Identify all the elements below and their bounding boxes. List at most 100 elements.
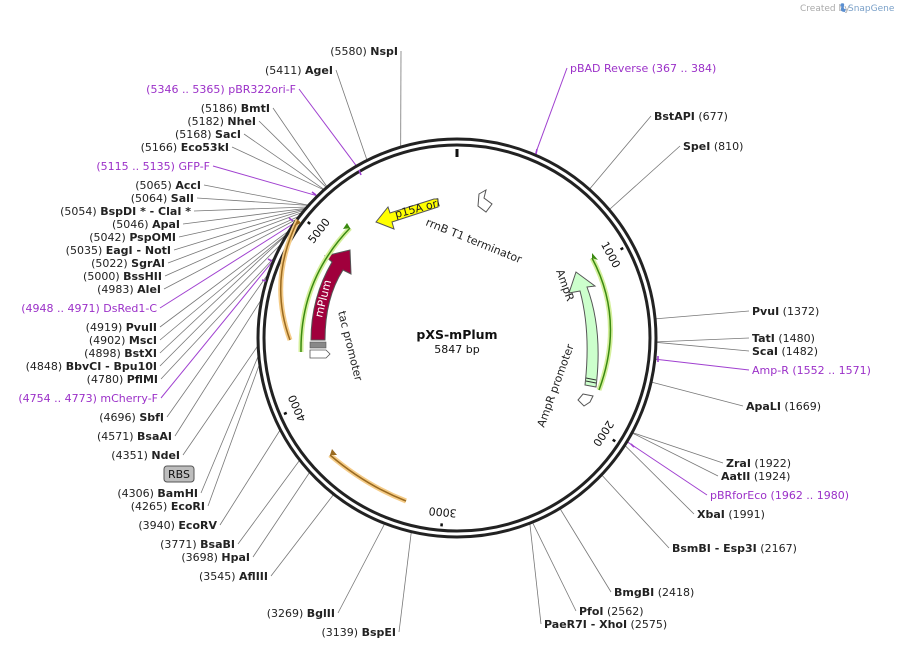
ampr-promoter: AmpR promoter xyxy=(535,342,594,429)
site-3: (5186) BmtI xyxy=(201,102,270,115)
site-position: (5065) xyxy=(135,179,175,192)
site-25: (4571) BsaAI xyxy=(97,430,172,443)
svg-text:AatII (1924): AatII (1924) xyxy=(721,470,790,483)
leader-20 xyxy=(159,233,288,354)
leader-21 xyxy=(159,242,283,367)
svg-text:pBAD Reverse (367 .. 384): pBAD Reverse (367 .. 384) xyxy=(570,62,716,75)
leader-29 xyxy=(219,429,281,526)
site-50: PaeR7I - XhoI (2575) xyxy=(544,618,667,631)
site-position: (5000) xyxy=(83,270,123,283)
site-name: GFP-F xyxy=(178,160,210,173)
svg-text:(3771) BsaBI: (3771) BsaBI xyxy=(160,538,235,551)
svg-text:(5064) SalI: (5064) SalI xyxy=(131,192,194,205)
site-position: (2562) xyxy=(604,605,644,618)
site-name: HpaI xyxy=(221,551,250,564)
site-name: PvuI xyxy=(752,305,779,318)
site-19: (4902) MscI xyxy=(89,334,157,347)
site-33: (3269) BglII xyxy=(267,607,335,620)
plasmid-name: pXS-mPlum xyxy=(416,327,497,342)
site-27: (4306) BamHI xyxy=(117,487,198,500)
leader-39 xyxy=(655,337,750,343)
rrnb-terminator-label: rrnB T1 terminator xyxy=(424,216,524,267)
leader-31 xyxy=(252,471,311,558)
site-position: (5022) xyxy=(91,257,131,270)
svg-text:(3139) BspEI: (3139) BspEI xyxy=(322,626,397,639)
site-position: (4754 .. 4773) xyxy=(18,392,100,405)
site-26: (4351) NdeI xyxy=(111,449,180,462)
tick-label-2000: 2000 xyxy=(590,418,616,449)
site-position: (677) xyxy=(695,110,728,123)
site-name: BsaAI xyxy=(137,430,172,443)
site-49: PfoI (2562) xyxy=(579,605,644,618)
leader-25 xyxy=(174,298,263,437)
site-44: AatII (1924) xyxy=(721,470,790,483)
site-name: BmgBI xyxy=(614,586,654,599)
site-10: (5054) BspDI * - ClaI * xyxy=(60,205,191,218)
site-position: (5035) xyxy=(66,244,106,257)
site-primer-35: pBAD Reverse (367 .. 384) xyxy=(570,62,716,75)
svg-text:(4780) PflMI: (4780) PflMI xyxy=(87,373,158,386)
site-name: pBAD Reverse xyxy=(570,62,648,75)
svg-text:(4351) NdeI: (4351) NdeI xyxy=(111,449,180,462)
backbone-outer-strand xyxy=(256,137,658,539)
site-position: (4265) xyxy=(131,500,171,513)
site-name: PfoI xyxy=(579,605,604,618)
site-position: (1482) xyxy=(778,345,818,358)
leader-10 xyxy=(193,206,308,212)
svg-text:pBRforEco (1962 .. 1980): pBRforEco (1962 .. 1980) xyxy=(710,489,849,502)
leader-45 xyxy=(626,441,708,496)
svg-text:(5580) NspI: (5580) NspI xyxy=(330,45,398,58)
ampr-promoter-label: AmpR promoter xyxy=(535,342,577,429)
site-position: (5346 .. 5365) xyxy=(146,83,228,96)
svg-text:ZraI (1922): ZraI (1922) xyxy=(726,457,791,470)
site-name: DsRed1-C xyxy=(103,302,157,315)
site-position: (5182) xyxy=(187,115,227,128)
leader-3 xyxy=(272,107,328,188)
site-position: (4696) xyxy=(99,411,139,424)
site-43: ZraI (1922) xyxy=(726,457,791,470)
site-14: (5022) SgrAI xyxy=(91,257,165,270)
leader-9 xyxy=(196,197,309,206)
site-primer-23: (4754 .. 4773) mCherry-F xyxy=(18,392,158,405)
leader-11 xyxy=(182,207,307,225)
site-name: EcoRV xyxy=(178,519,217,532)
site-name: Amp-R xyxy=(752,364,789,377)
svg-text:(5182) NheI: (5182) NheI xyxy=(187,115,256,128)
svg-text:(5054) BspDI * - ClaI *: (5054) BspDI * - ClaI * xyxy=(60,205,191,218)
svg-text:TatI (1480): TatI (1480) xyxy=(752,332,815,345)
site-position: (3139) xyxy=(322,626,362,639)
leader-2 xyxy=(298,88,358,167)
site-position: (4919) xyxy=(86,321,126,334)
site-position: (4571) xyxy=(97,430,137,443)
site-position: (367 .. 384) xyxy=(648,62,716,75)
site-name: SgrAI xyxy=(131,257,165,270)
site-labels: (5580) NspI (5411) AgeI (5346 .. 5365) pBR… xyxy=(18,45,871,639)
site-1: (5411) AgeI xyxy=(265,64,333,77)
site-position: (2575) xyxy=(627,618,667,631)
site-position: (4902) xyxy=(89,334,129,347)
rbs-label: RBS xyxy=(168,468,190,481)
leader-22 xyxy=(160,255,276,380)
site-name: mCherry-F xyxy=(100,392,158,405)
site-name: pBRforEco xyxy=(710,489,767,502)
leader-16 xyxy=(163,218,298,290)
site-name: BglII xyxy=(307,607,335,620)
tac-promoter-label: tac promoter xyxy=(335,310,365,383)
site-position: (1372) xyxy=(779,305,819,318)
leader-23 xyxy=(160,258,275,399)
site-name: SbfI xyxy=(139,411,164,424)
site-position: (1991) xyxy=(725,508,765,521)
leader-40 xyxy=(655,341,750,352)
site-9: (5064) SalI xyxy=(131,192,194,205)
site-28: (4265) EcoRI xyxy=(131,500,205,513)
site-position: (3269) xyxy=(267,607,307,620)
site-8: (5065) AccI xyxy=(135,179,201,192)
created-by-text: Created by xyxy=(800,4,850,14)
svg-text:ScaI (1482): ScaI (1482) xyxy=(752,345,818,358)
site-name: ApaI xyxy=(152,218,180,231)
svg-text:PfoI (2562): PfoI (2562) xyxy=(579,605,644,618)
site-name: PaeR7I - XhoI xyxy=(544,618,627,631)
rbs-badge: RBS xyxy=(163,465,195,483)
svg-text:(5346 .. 5365) pBR322ori-F: (5346 .. 5365) pBR322ori-F xyxy=(146,83,296,96)
leader-32 xyxy=(270,494,335,577)
